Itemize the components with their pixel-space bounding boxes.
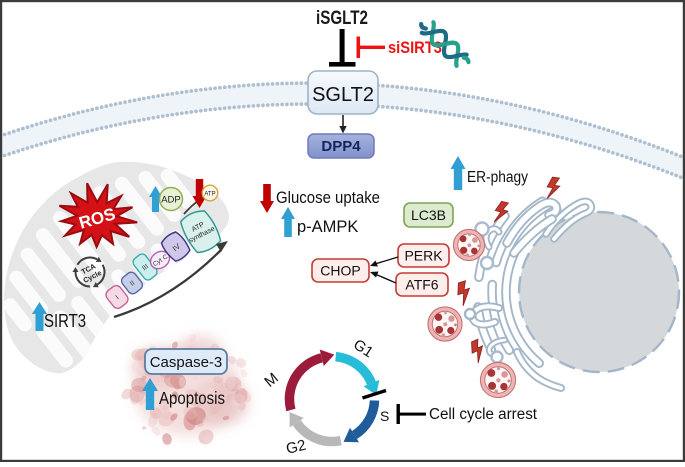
svg-text:ER-phagy: ER-phagy [467, 169, 528, 186]
svg-text:Glucose uptake: Glucose uptake [276, 189, 380, 207]
svg-text:III: III [141, 263, 150, 272]
svg-text:iSGLT2: iSGLT2 [316, 8, 368, 29]
svg-text:PERK: PERK [404, 248, 443, 264]
svg-text:Apoptosis: Apoptosis [159, 388, 225, 408]
svg-text:Caspase-3: Caspase-3 [150, 354, 223, 371]
svg-text:S: S [380, 408, 389, 424]
svg-text:CHOP: CHOP [320, 263, 360, 279]
svg-text:siSIRT3: siSIRT3 [388, 38, 442, 57]
svg-text:IV: IV [171, 242, 182, 253]
svg-text:LC3B: LC3B [411, 207, 446, 223]
svg-text:G2: G2 [284, 437, 308, 458]
svg-text:SIRT3: SIRT3 [44, 310, 86, 331]
svg-text:II: II [129, 280, 136, 288]
svg-text:p-AMPK: p-AMPK [297, 218, 358, 236]
svg-text:I: I [115, 294, 121, 301]
svg-text:ATP: ATP [204, 192, 215, 198]
svg-text:SGLT2: SGLT2 [312, 84, 374, 106]
svg-text:ATF6: ATF6 [405, 277, 438, 293]
svg-text:ADP: ADP [161, 195, 181, 206]
svg-text:DPP4: DPP4 [321, 138, 361, 155]
svg-text:Cell cycle arrest: Cell cycle arrest [429, 406, 538, 423]
